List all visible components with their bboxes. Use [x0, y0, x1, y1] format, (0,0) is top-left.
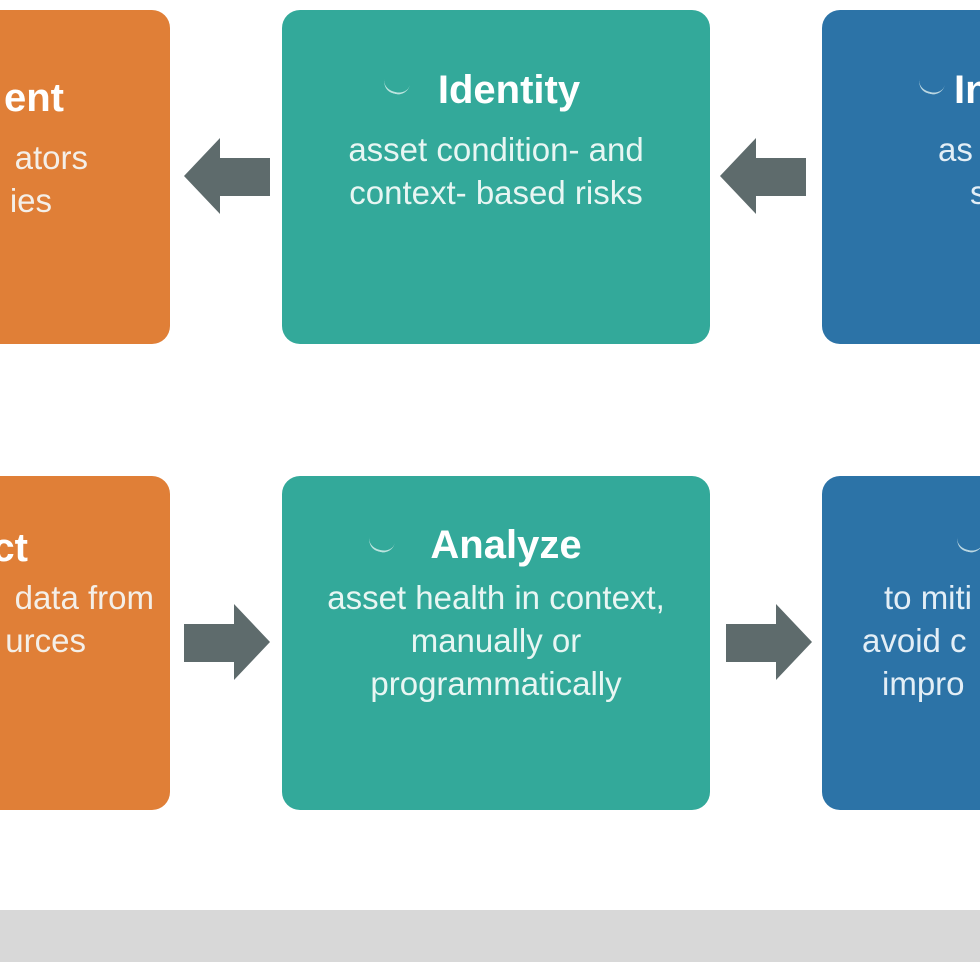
- analyze-line1: asset health in context,: [327, 579, 665, 616]
- arrow-left-icon: [720, 138, 806, 214]
- bottom-left-box: ct data from urces: [0, 476, 170, 810]
- bottom-right-line1: to miti: [884, 579, 973, 616]
- footer-bar: [0, 910, 980, 962]
- tick-mark-icon: [954, 535, 980, 555]
- bottom-right-line2: avoid c: [862, 622, 967, 659]
- top-right-box: In as s: [822, 10, 980, 344]
- analyze-box: Analyze asset health in context, manuall…: [282, 476, 710, 810]
- top-left-title: ent: [4, 76, 64, 120]
- arrow-right-icon: [184, 604, 270, 680]
- bottom-left-line2: urces: [5, 622, 86, 659]
- bottom-right-line3: impro: [882, 665, 965, 702]
- bottom-right-box: to miti avoid c impro: [822, 476, 980, 810]
- top-left-line2: ies: [9, 182, 52, 219]
- top-right-line2: s: [970, 174, 980, 211]
- identify-line1: asset condition- and: [348, 131, 644, 168]
- analyze-line2: manually or: [410, 622, 582, 659]
- identify-line2: context- based risks: [349, 174, 643, 211]
- bottom-left-line1: data from: [14, 579, 154, 616]
- bottom-left-title: ct: [0, 526, 28, 570]
- identify-title: Identity: [437, 68, 581, 112]
- top-right-title: In: [954, 68, 980, 112]
- analyze-title: Analyze: [430, 523, 582, 567]
- analyze-line3: programmatically: [370, 665, 622, 702]
- arrow-right-icon: [726, 604, 812, 680]
- tick-mark-icon: [916, 77, 946, 97]
- top-right-line1: as: [938, 131, 973, 168]
- top-left-box: ent ators ies: [0, 10, 170, 344]
- identify-box: Identity asset condition- and context- b…: [282, 10, 710, 344]
- arrow-left-icon: [184, 138, 270, 214]
- top-left-line1: ators: [14, 139, 88, 176]
